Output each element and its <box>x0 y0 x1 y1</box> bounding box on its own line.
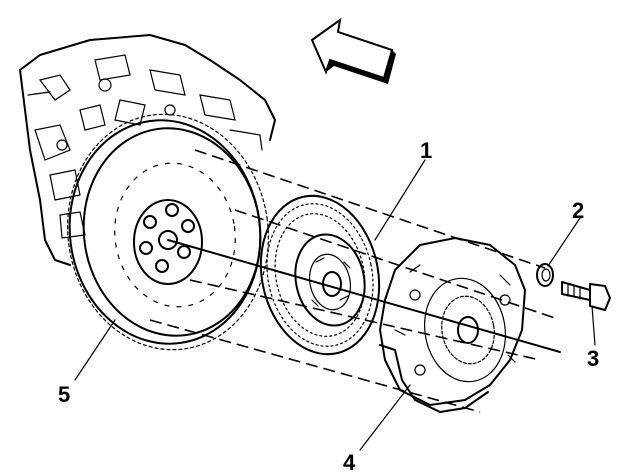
flywheel <box>67 113 269 351</box>
clutch-disc <box>259 194 381 356</box>
bolt <box>561 281 611 311</box>
leader-lines <box>74 159 596 451</box>
callout-4: 4 <box>343 450 356 472</box>
callout-2: 2 <box>572 198 584 223</box>
callout-1: 1 <box>420 138 432 163</box>
pressure-plate <box>379 237 526 413</box>
callout-5: 5 <box>58 382 70 407</box>
washer <box>536 263 554 287</box>
callout-3: 3 <box>587 346 599 371</box>
alignment-lines <box>149 149 561 413</box>
arrow-icon <box>310 17 396 84</box>
engine-block <box>19 34 276 266</box>
